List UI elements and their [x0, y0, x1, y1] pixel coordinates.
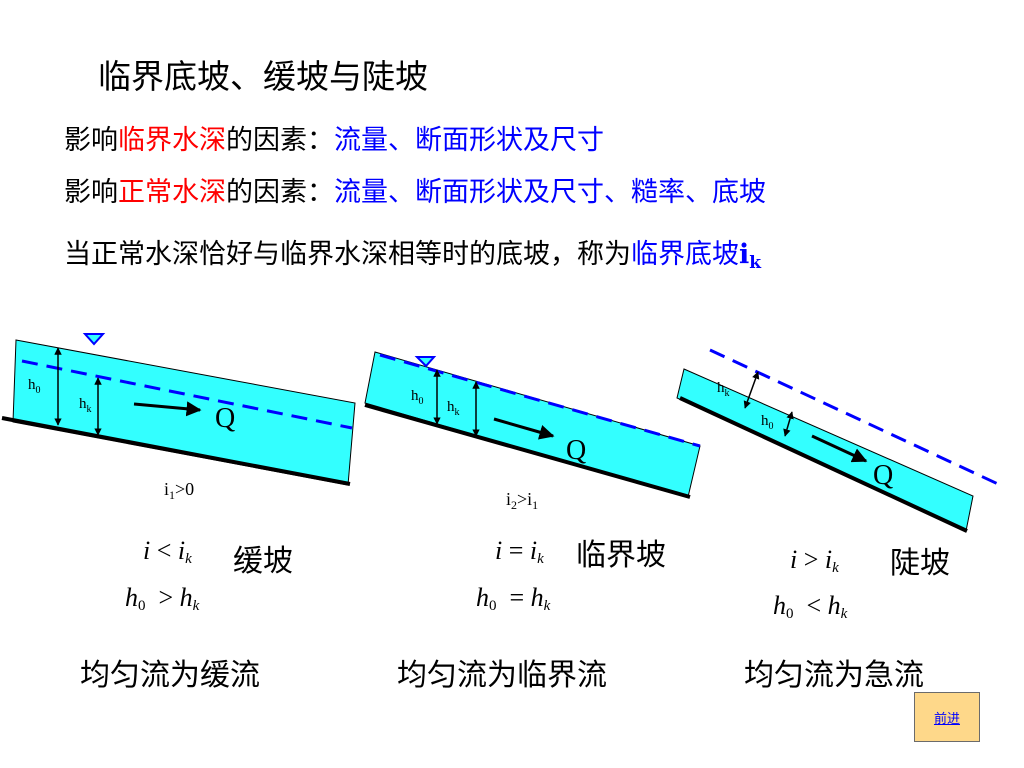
- critical-depth-factor-list: 流量、断面形状及尺寸: [334, 125, 604, 156]
- critical-slope-flow-label: Q: [566, 435, 586, 466]
- mild-slope-hk-label: hk: [79, 396, 92, 415]
- steep-slope-hk-arrow: [743, 371, 760, 409]
- steep-slope-flow-arrow: [811, 434, 868, 463]
- critical-slope-water: [364, 351, 701, 498]
- critical-slope-flow-arrow: [493, 417, 555, 440]
- mild-slope-relation-h: h0 > hk: [125, 583, 200, 614]
- normal-depth-term: 正常水深: [118, 177, 226, 208]
- mild-slope-flow-label: Q: [215, 403, 235, 434]
- line1-prefix: 影响: [64, 125, 118, 156]
- critical-slope-relation-h: h0 = hk: [476, 583, 551, 614]
- mild-slope-slope-label: i1>0: [164, 479, 194, 502]
- mild-slope-name: 缓坡: [233, 544, 293, 579]
- critical-slope-h0-label: h0: [411, 388, 424, 407]
- critical-depth-factors: 影响临界水深的因素：流量、断面形状及尺寸: [64, 118, 604, 157]
- definition-text: 当正常水深恰好与临界水深相等时的底坡，称为: [64, 239, 631, 270]
- mild-slope-relation-i: i < ik: [143, 536, 192, 567]
- steep-slope-bed: [679, 396, 968, 533]
- line1-middle: 的因素：: [226, 125, 334, 156]
- critical-slope-term: 临界底坡: [631, 239, 739, 270]
- normal-depth-factors: 影响正常水深的因素：流量、断面形状及尺寸、糙率、底坡: [64, 170, 766, 209]
- steep-slope-h0-arrow: [783, 411, 794, 437]
- mild-slope-flow-arrow: [133, 401, 202, 417]
- critical-slope-symbol: ik: [739, 239, 762, 273]
- steep-slope-relation-h: h0 < hk: [773, 591, 848, 622]
- critical-slope-bed: [364, 403, 691, 499]
- mild-slope-h0-label: h0: [28, 377, 41, 396]
- critical-slope-definition: 当正常水深恰好与临界水深相等时的底坡，称为临界底坡ik: [64, 232, 761, 273]
- steep-slope-flow-label: Q: [873, 460, 893, 491]
- mild-slope-surface-marker-icon: [82, 333, 106, 346]
- next-button-label[interactable]: 前进: [933, 711, 960, 727]
- critical-slope-slope-label: i2>i1: [506, 489, 538, 512]
- steep-slope-flow-type: 均匀流为急流: [744, 658, 924, 693]
- critical-depth-term: 临界水深: [118, 125, 226, 156]
- mild-slope-critical-depth-line: [21, 359, 353, 430]
- steep-slope-h0-label: h0: [761, 413, 774, 432]
- steep-slope-diagram: hk h0 Q: [676, 348, 999, 533]
- line2-prefix: 影响: [64, 177, 118, 208]
- normal-depth-factor-list: 流量、断面形状及尺寸、糙率、底坡: [334, 177, 766, 208]
- critical-slope-flow-type: 均匀流为临界流: [397, 658, 607, 693]
- steep-slope-relation-i: i > ik: [790, 545, 839, 576]
- critical-slope-name: 临界坡: [576, 538, 666, 573]
- steep-slope-name: 陡坡: [890, 546, 950, 581]
- page-title: 临界底坡、缓坡与陡坡: [98, 57, 428, 96]
- critical-slope-relation-i: i = ik: [495, 536, 544, 567]
- mild-slope-diagram: h0 hk Q i1>0: [1, 333, 356, 502]
- critical-slope-hk-label: hk: [447, 399, 460, 418]
- mild-slope-bed: [1, 416, 351, 486]
- critical-slope-surface-marker-icon: [414, 356, 437, 368]
- next-button[interactable]: 前进: [914, 692, 980, 742]
- critical-slope-diagram: h0 hk Q i2>i1: [364, 351, 701, 512]
- mild-slope-water: [12, 339, 356, 486]
- mild-slope-flow-type: 均匀流为缓流: [80, 658, 260, 693]
- line2-middle: 的因素：: [226, 177, 334, 208]
- steep-slope-hk-label: hk: [717, 380, 730, 399]
